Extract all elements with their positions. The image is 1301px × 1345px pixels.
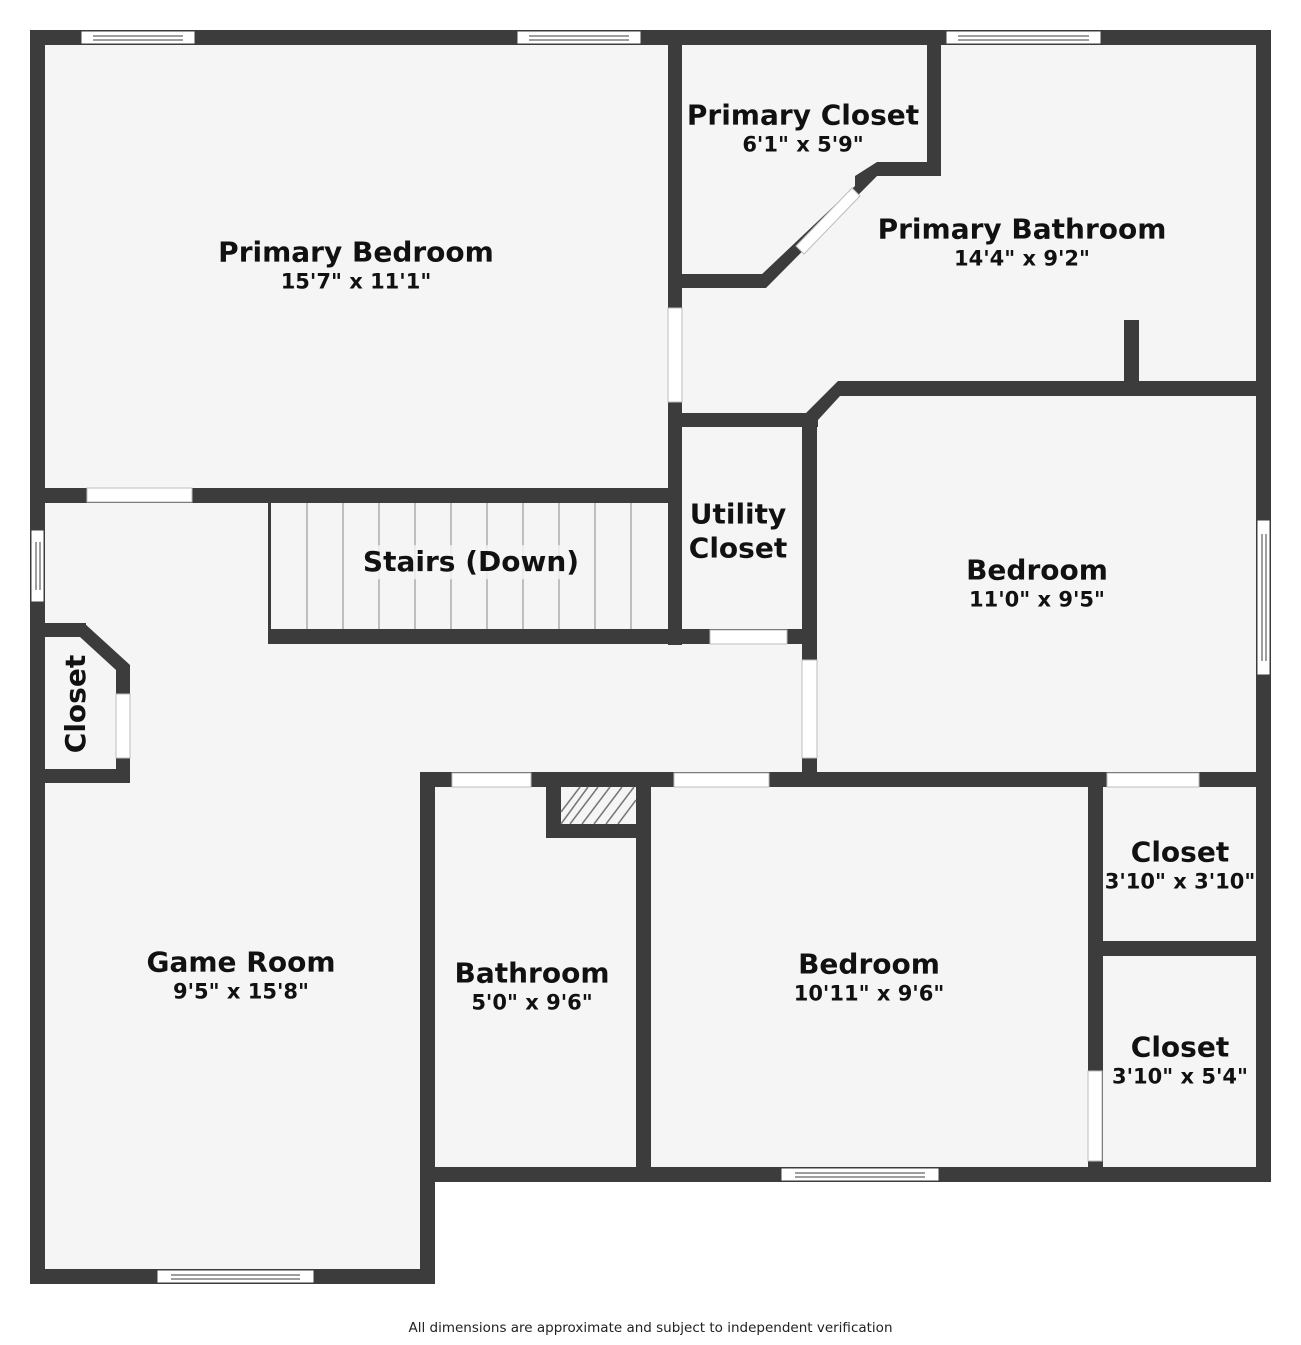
room-dimensions: 15'7" x 11'1": [216, 269, 496, 295]
room-name: Game Room: [144, 945, 338, 980]
room-name: Closet: [1104, 835, 1256, 870]
room-dimensions: 6'1" x 5'9": [684, 132, 922, 158]
room-dimensions: 5'0" x 9'6": [452, 990, 612, 1016]
room-name: Primary Closet: [684, 98, 922, 133]
room-name: Bedroom: [964, 553, 1110, 588]
room-name: Bathroom: [452, 956, 612, 991]
room-name: Closet: [59, 652, 93, 756]
windows: [30, 30, 1271, 1284]
room-label-game-room: Game Room 9'5" x 15'8": [144, 945, 338, 1005]
room-name: Primary Bathroom: [875, 212, 1169, 247]
door-openings: [86, 187, 1200, 1162]
chase-hatch: [560, 786, 637, 825]
room-label-bedroom-south: Bedroom 10'11" x 9'6": [793, 947, 945, 1007]
room-label-stairs: Stairs (Down): [360, 545, 582, 579]
room-label-closet-lower: Closet 3'10" x 5'4": [1112, 1030, 1248, 1090]
room-name: Bedroom: [793, 947, 945, 982]
room-label-bedroom-east: Bedroom 11'0" x 9'5": [964, 553, 1110, 613]
room-label-primary-bedroom: Primary Bedroom 15'7" x 11'1": [216, 235, 496, 295]
room-name-line-2: Closet: [686, 531, 790, 565]
room-dimensions: 14'4" x 9'2": [875, 246, 1169, 272]
room-dimensions: 3'10" x 3'10": [1104, 869, 1256, 895]
room-dimensions: 10'11" x 9'6": [793, 981, 945, 1007]
room-dimensions: 11'0" x 9'5": [964, 587, 1110, 613]
room-name-line-1: Utility: [686, 497, 790, 531]
room-label-closet-upper: Closet 3'10" x 3'10": [1104, 835, 1256, 895]
room-name: Primary Bedroom: [216, 235, 496, 270]
room-label-primary-closet: Primary Closet 6'1" x 5'9": [684, 98, 922, 158]
room-label-closet-west: Closet: [59, 652, 93, 756]
room-dimensions: 3'10" x 5'4": [1112, 1064, 1248, 1090]
room-dimensions: 9'5" x 15'8": [144, 979, 338, 1005]
disclaimer-text: All dimensions are approximate and subje…: [408, 1320, 893, 1336]
room-label-utility-closet: Utility Closet: [686, 497, 790, 565]
room-name: Stairs (Down): [360, 545, 582, 579]
room-label-bathroom: Bathroom 5'0" x 9'6": [452, 956, 612, 1016]
room-label-primary-bathroom: Primary Bathroom 14'4" x 9'2": [875, 212, 1169, 272]
room-name: Closet: [1112, 1030, 1248, 1065]
